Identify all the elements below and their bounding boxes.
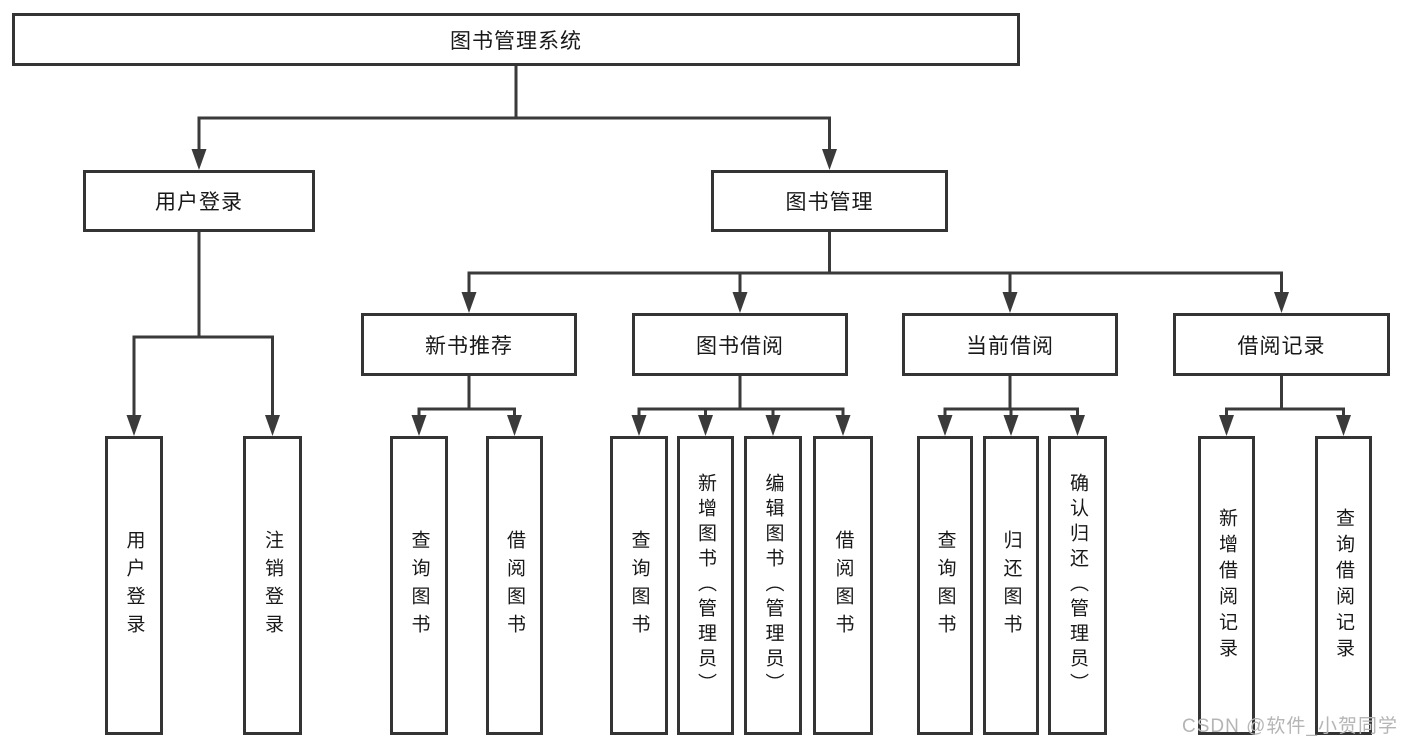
leaf-edit-books-admin: 编辑图书（管理员）: [744, 436, 802, 735]
leaf-current-query-books: 查询图书: [917, 436, 973, 735]
node-library-system: 图书管理系统: [12, 13, 1020, 66]
leaf-user-login: 用户登录: [105, 436, 163, 735]
node-book-borrow: 图书借阅: [632, 313, 848, 376]
node-current-borrow: 当前借阅: [902, 313, 1118, 376]
leaf-recommend-borrow-books: 借阅图书: [486, 436, 543, 735]
leaf-confirm-return-admin: 确认归还（管理员）: [1048, 436, 1107, 735]
leaf-query-borrow-record: 查询借阅记录: [1315, 436, 1372, 735]
node-user-login: 用户登录: [83, 170, 315, 232]
leaf-borrow-query-books: 查询图书: [610, 436, 668, 735]
leaf-recommend-query-books: 查询图书: [390, 436, 448, 735]
node-borrow-records: 借阅记录: [1173, 313, 1390, 376]
node-book-management: 图书管理: [711, 170, 948, 232]
leaf-add-books-admin: 新增图书（管理员）: [677, 436, 734, 735]
watermark: CSDN @软件_小贺同学: [1182, 716, 1398, 737]
leaf-logout: 注销登录: [243, 436, 302, 735]
leaf-borrow-books: 借阅图书: [813, 436, 873, 735]
leaf-return-books: 归还图书: [983, 436, 1039, 735]
leaf-add-borrow-record: 新增借阅记录: [1198, 436, 1255, 735]
node-new-book-recommend: 新书推荐: [361, 313, 577, 376]
